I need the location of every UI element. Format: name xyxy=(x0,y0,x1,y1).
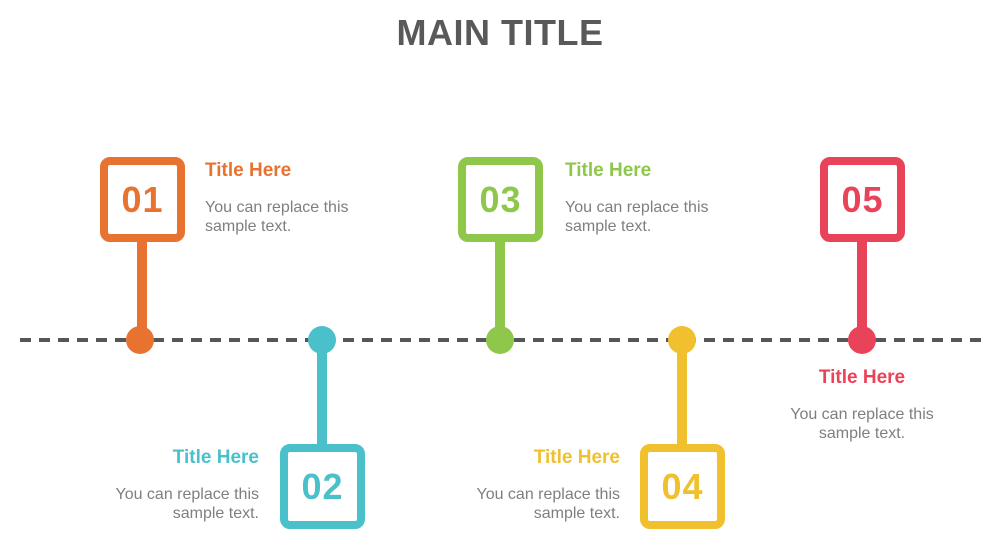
milestone-5-number-box: 05 xyxy=(820,157,905,242)
milestone-4-title: Title Here xyxy=(533,447,620,468)
milestone-1-title: Title Here xyxy=(205,160,292,181)
milestone-4-body: You can replace this sample text. xyxy=(476,486,620,523)
milestone-2-number: 02 xyxy=(301,465,344,507)
milestone-2-number-box: 02 xyxy=(280,444,365,529)
milestone-5-title: Title Here xyxy=(818,367,906,388)
milestone-3-title: Title Here xyxy=(565,160,652,181)
milestone-5-number: 05 xyxy=(841,178,884,220)
milestone-4-number-box: 04 xyxy=(640,444,725,529)
milestone-4-text-block: Title Here You can replace this sample t… xyxy=(440,447,620,523)
milestone-3-number-box: 03 xyxy=(458,157,543,242)
milestone-3-text-block: Title Here You can replace this sample t… xyxy=(565,160,745,236)
milestone-5-body: You can replace this sample text. xyxy=(790,406,934,443)
milestone-3-body: You can replace this sample text. xyxy=(565,199,709,236)
milestone-3-number: 03 xyxy=(479,178,522,220)
milestone-4-connector xyxy=(677,340,687,446)
milestone-2-body: You can replace this sample text. xyxy=(115,486,259,523)
milestone-2-title: Title Here xyxy=(172,447,259,468)
milestone-1-body: You can replace this sample text. xyxy=(205,199,349,236)
milestone-2-text-block: Title Here You can replace this sample t… xyxy=(79,447,259,523)
milestone-5-text-block: Title Here You can replace this sample t… xyxy=(772,367,952,443)
milestone-1-number: 01 xyxy=(121,178,164,220)
milestone-1-connector xyxy=(137,236,147,340)
milestone-1-text-block: Title Here You can replace this sample t… xyxy=(205,160,385,236)
timeline-axis-dashed-line xyxy=(20,338,986,342)
milestone-4-number: 04 xyxy=(661,465,704,507)
milestone-5-connector xyxy=(857,236,867,340)
milestone-2-connector xyxy=(317,340,327,446)
milestone-3-connector xyxy=(495,236,505,340)
main-title: MAIN TITLE xyxy=(396,12,604,53)
milestone-1-number-box: 01 xyxy=(100,157,185,242)
